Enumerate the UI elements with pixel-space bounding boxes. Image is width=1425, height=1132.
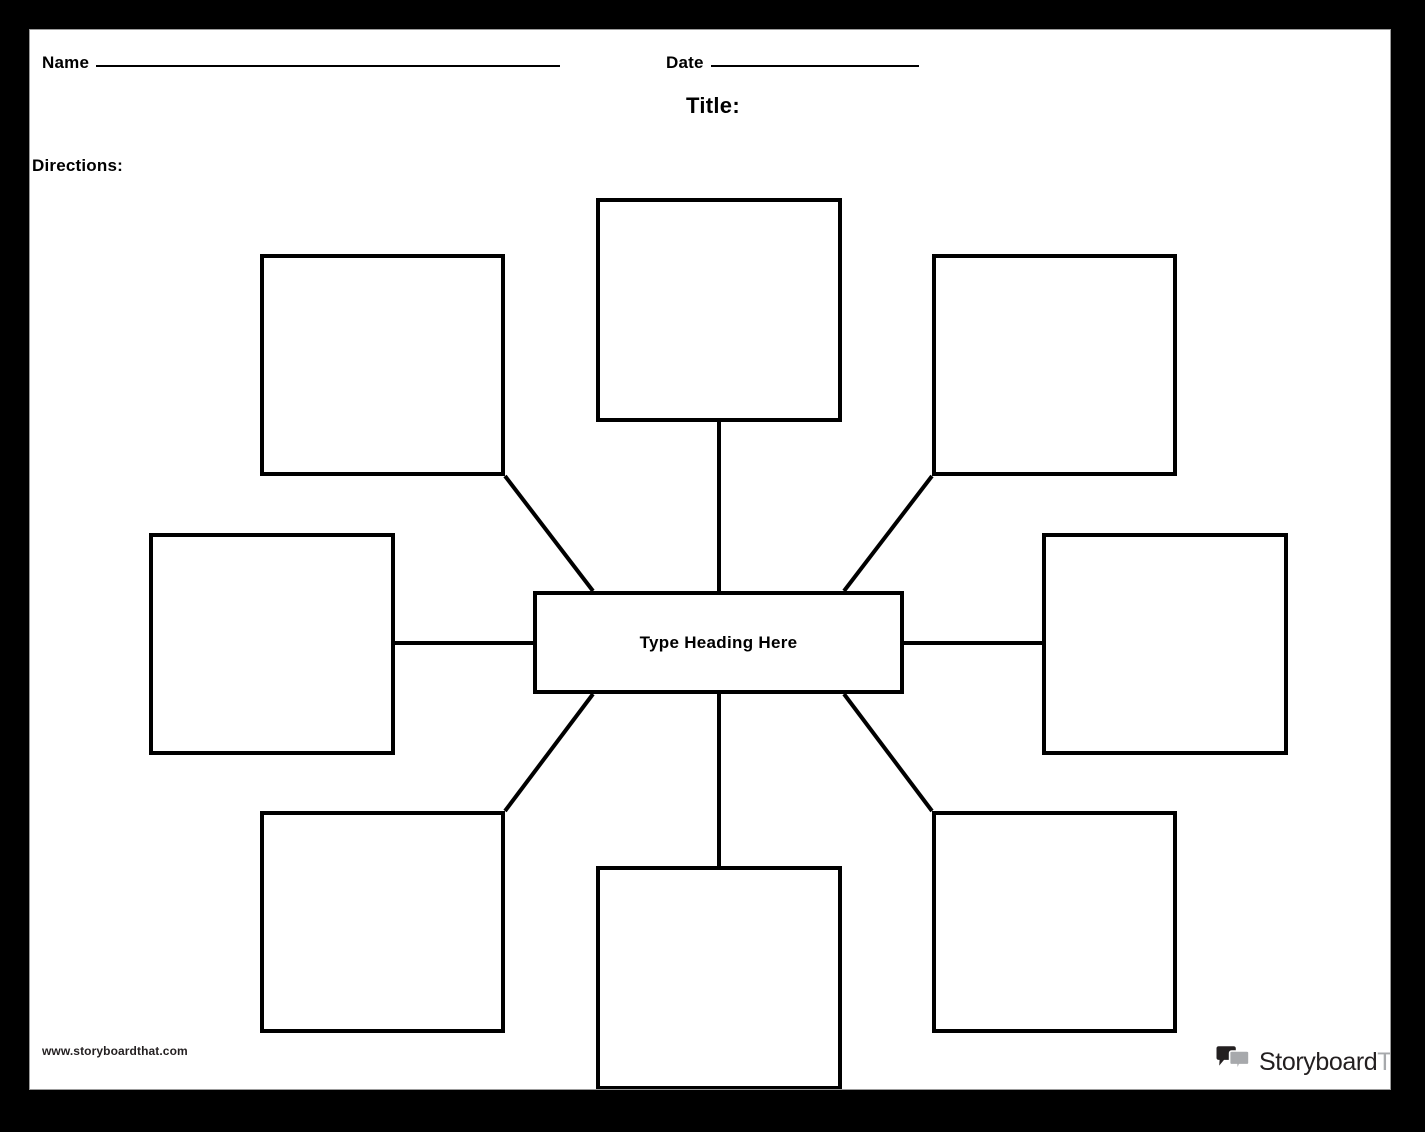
speech-bubbles-icon xyxy=(1215,1046,1251,1078)
spider-map-diagram: Type Heading Here xyxy=(30,30,1390,1089)
node-top-center[interactable] xyxy=(596,198,842,422)
node-bottom-left[interactable] xyxy=(260,811,505,1033)
date-field[interactable]: Date xyxy=(666,53,919,73)
worksheet-page: Name Date Title: Directions: xyxy=(29,29,1391,1090)
connector-top-right xyxy=(842,474,934,593)
brand-wordmark: StoryboardThat xyxy=(1259,1047,1391,1076)
storyboardthat-logo: StoryboardThat xyxy=(1215,1046,1391,1078)
site-url-text: www.storyboardthat.com xyxy=(42,1044,188,1058)
node-top-right[interactable] xyxy=(932,254,1177,476)
date-write-line[interactable] xyxy=(710,65,919,67)
node-top-left[interactable] xyxy=(260,254,505,476)
name-label: Name xyxy=(42,53,90,72)
name-write-line[interactable] xyxy=(96,65,561,67)
brand-primary-text: Storyboard xyxy=(1259,1047,1378,1076)
name-field[interactable]: Name xyxy=(42,53,561,73)
node-bottom-right[interactable] xyxy=(932,811,1177,1033)
connector-lines xyxy=(395,422,1042,866)
connector-bottom-left xyxy=(503,692,595,813)
directions-label[interactable]: Directions: xyxy=(32,156,123,175)
node-center-heading[interactable]: Type Heading Here xyxy=(533,591,904,694)
connector-top-left xyxy=(503,474,595,593)
date-label: Date xyxy=(666,53,704,72)
brand-secondary-text: That xyxy=(1377,1047,1391,1076)
node-middle-left[interactable] xyxy=(149,533,395,755)
title-label[interactable]: Title: xyxy=(686,93,740,118)
node-middle-right[interactable] xyxy=(1042,533,1288,755)
node-bottom-center[interactable] xyxy=(596,866,842,1089)
center-heading-text: Type Heading Here xyxy=(639,632,798,652)
connector-bottom-right xyxy=(842,692,934,813)
speech-bubble-light xyxy=(1228,1050,1250,1071)
